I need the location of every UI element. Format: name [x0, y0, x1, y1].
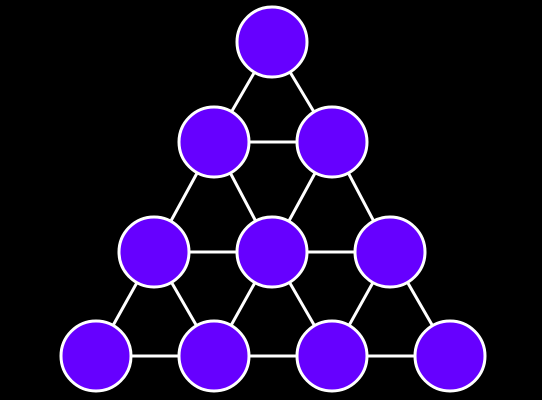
peg-node-r2-c1[interactable]: [177, 105, 251, 179]
peg-node-r4-c3[interactable]: [295, 319, 369, 393]
peg-node-r4-c2[interactable]: [177, 319, 251, 393]
connection-lines: [94, 40, 452, 358]
peg-node-r1-c1[interactable]: [235, 5, 309, 79]
peg-node-r4-c1[interactable]: [59, 319, 133, 393]
peg-node-r3-c3[interactable]: [353, 215, 427, 289]
peg-nodes: [59, 5, 487, 393]
peg-node-r4-c4[interactable]: [413, 319, 487, 393]
peg-node-r2-c2[interactable]: [295, 105, 369, 179]
peg-node-r3-c2[interactable]: [235, 215, 309, 289]
peg-node-r3-c1[interactable]: [117, 215, 191, 289]
